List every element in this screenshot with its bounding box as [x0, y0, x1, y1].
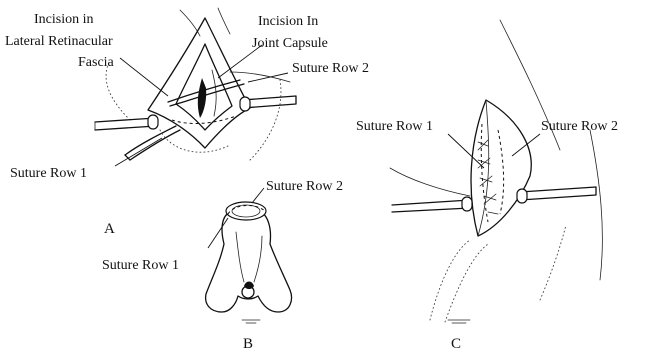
- label-a-incision-lateral-line1: Incision in: [34, 12, 94, 27]
- panel-b-drawing: [206, 202, 292, 323]
- label-a-incision-lateral-line2: Lateral Retinacular: [5, 34, 113, 49]
- label-a-incision-capsule-line1: Incision In: [258, 14, 318, 29]
- label-c-suture-row-2: Suture Row 2: [541, 119, 618, 134]
- panel-a-labels: Incision in Lateral Retinacular Fascia I…: [5, 12, 369, 237]
- panel-c-drawing: [390, 20, 602, 323]
- label-c-suture-row-1: Suture Row 1: [356, 119, 433, 134]
- label-a-incision-lateral-line3: Fascia: [78, 55, 115, 70]
- label-panel-b: B: [243, 336, 253, 352]
- label-b-suture-row-1: Suture Row 1: [102, 258, 179, 273]
- panel-a-drawing: [95, 8, 296, 160]
- panel-c-labels: Suture Row 1 Suture Row 2 C: [356, 119, 618, 352]
- label-a-incision-capsule-line2: Joint Capsule: [252, 36, 328, 51]
- label-a-suture-row-2: Suture Row 2: [292, 61, 369, 76]
- label-b-suture-row-2: Suture Row 2: [266, 179, 343, 194]
- label-a-suture-row-1: Suture Row 1: [10, 166, 87, 181]
- label-panel-c: C: [451, 336, 461, 352]
- panel-b-labels: Suture Row 2 Suture Row 1 B: [102, 179, 343, 352]
- label-panel-a: A: [104, 221, 115, 237]
